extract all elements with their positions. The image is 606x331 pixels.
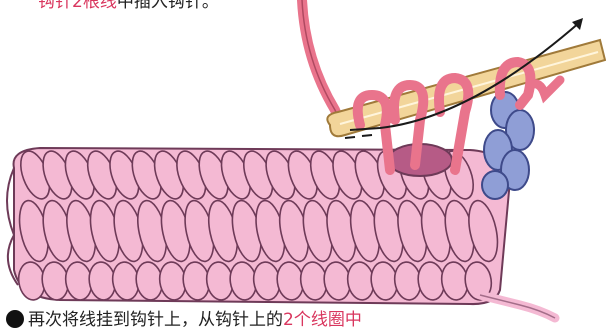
- step-number-badge: [6, 310, 24, 328]
- bottom-caption-highlight: 2个线圈中: [283, 310, 362, 330]
- bottom-caption-text: 再次将线挂到钩针上，从钩针上的: [28, 310, 283, 330]
- working-yarn: [302, 0, 360, 125]
- blue-chain-stitches: [482, 92, 534, 199]
- bottom-caption: 再次将线挂到钩针上，从钩针上的2个线圈中: [6, 309, 362, 331]
